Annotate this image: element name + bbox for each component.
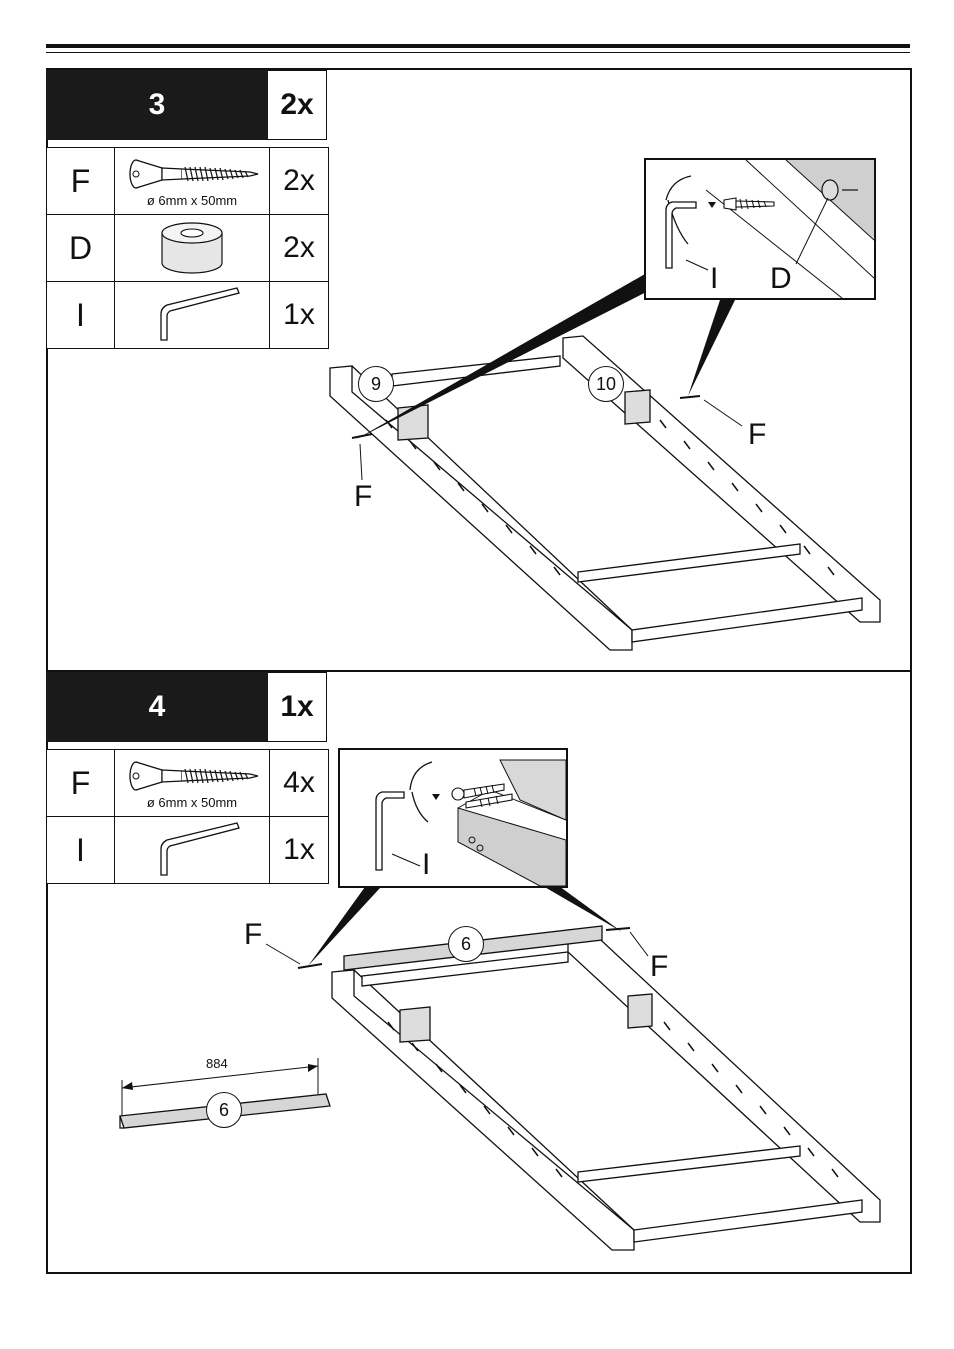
step-number: 3 xyxy=(46,70,268,140)
detail-drawing xyxy=(375,759,566,886)
screw-icon xyxy=(129,159,259,189)
parts-row: F ø 6mm x 50mm 2x xyxy=(46,147,329,215)
step-quantity: 1x xyxy=(268,672,327,742)
hex-key-icon xyxy=(160,821,240,876)
step-4-parts-table: F ø 6mm x 50mm 4x xyxy=(46,749,329,884)
part-bubble: 6 xyxy=(448,926,484,962)
step-4-header: 4 1x xyxy=(46,672,328,742)
part-picture xyxy=(114,281,270,349)
part-bubble: 10 xyxy=(588,366,624,402)
part-dimensions: ø 6mm x 50mm xyxy=(146,795,238,810)
dimension-label: 884 xyxy=(206,1056,228,1071)
part-code: F xyxy=(46,749,115,817)
header-rule-thin xyxy=(46,52,910,53)
step-4-detail-inset: I xyxy=(338,748,568,888)
part-dimensions: ø 6mm x 50mm xyxy=(146,193,238,208)
part-quantity: 2x xyxy=(269,214,329,282)
inset-label-spacer: D xyxy=(770,262,792,295)
step-3-illustration xyxy=(329,270,881,651)
parts-row: D 2x xyxy=(46,214,329,282)
part-picture: ø 6mm x 50mm xyxy=(114,147,270,215)
callout-label: F xyxy=(244,918,263,951)
part-quantity: 1x xyxy=(269,816,329,884)
screw-icon xyxy=(129,761,259,791)
detail-drawing xyxy=(665,160,874,298)
step-number: 4 xyxy=(46,672,268,742)
parts-row: F ø 6mm x 50mm 4x xyxy=(46,749,329,817)
callout-label: F xyxy=(354,480,373,513)
part-picture xyxy=(114,816,270,884)
part-bubble: 9 xyxy=(358,366,394,402)
step-3-header: 3 2x xyxy=(46,70,328,140)
part-quantity: 2x xyxy=(269,147,329,215)
inset-label-key: I xyxy=(422,848,431,881)
callout-label: F xyxy=(650,950,669,983)
part-bubble: 6 xyxy=(206,1092,242,1128)
part-code: D xyxy=(46,214,115,282)
part-picture: ø 6mm x 50mm xyxy=(114,749,270,817)
part-code: I xyxy=(46,816,115,884)
part-quantity: 1x xyxy=(269,281,329,349)
parts-row: I 1x xyxy=(46,816,329,884)
spacer-icon xyxy=(161,221,223,274)
step-divider xyxy=(46,670,912,672)
part-quantity: 4x xyxy=(269,749,329,817)
parts-row: I 1x xyxy=(46,281,329,349)
step-3-parts-table: F ø 6mm x 50mm 2x xyxy=(46,147,329,349)
part-picture xyxy=(114,214,270,282)
header-rule-thick xyxy=(46,44,910,48)
step-3-detail-inset: I D xyxy=(644,158,876,300)
callout-label: F xyxy=(748,418,767,451)
part-code: I xyxy=(46,281,115,349)
hex-key-icon xyxy=(160,286,240,341)
step-quantity: 2x xyxy=(268,70,327,140)
inset-label-key: I xyxy=(710,262,719,295)
